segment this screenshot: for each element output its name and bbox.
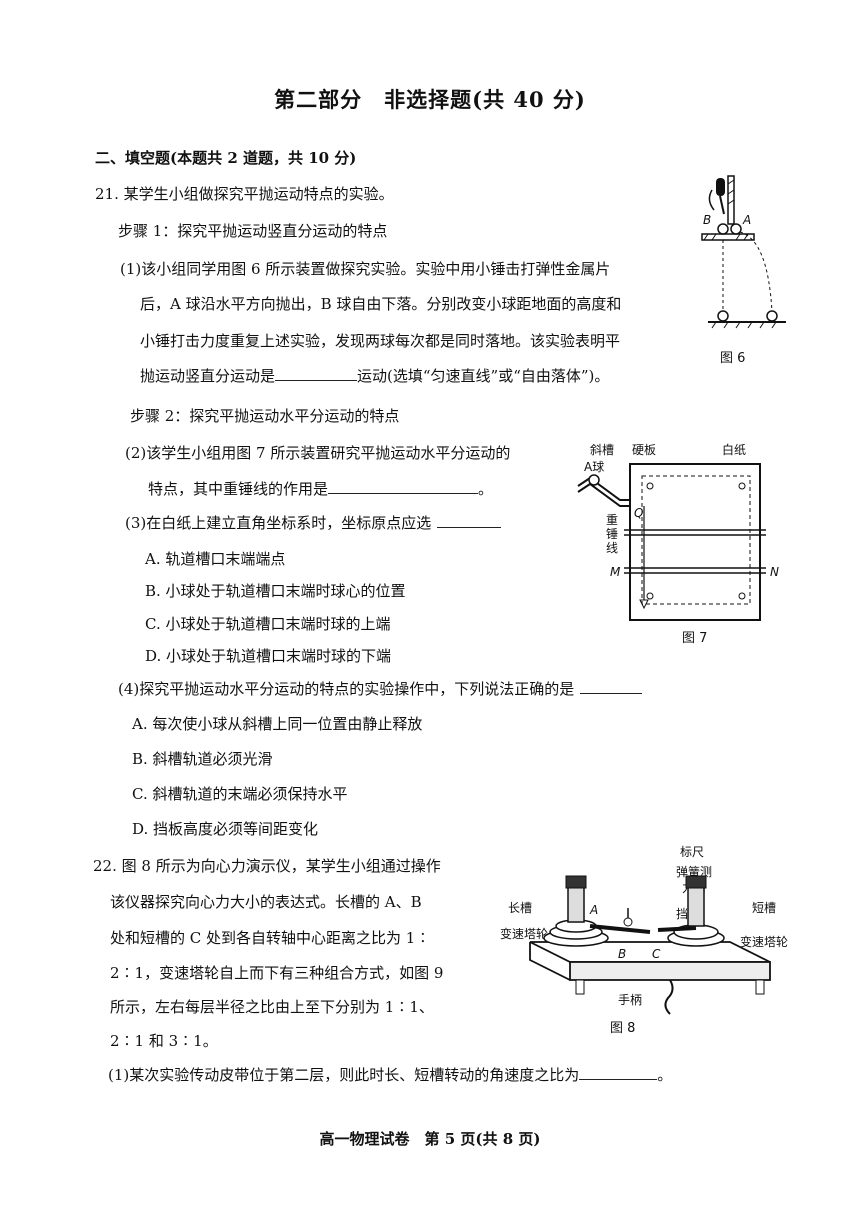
fig8-handle [664,979,674,1015]
fig6-hammer-handle [719,195,725,215]
q21-p4-option-b: B. 斜槽轨道必须光滑 [132,750,273,768]
q21-p3-text: (3)在白纸上建立直角坐标系时，坐标原点应选 [125,514,432,532]
fig7-label-m: M [610,565,621,579]
q21-step2: 步骤 2：探究平抛运动水平分运动的特点 [130,407,400,425]
fig6-arrow [708,189,715,211]
fig8-label-long: 长槽 [508,901,532,915]
q21-p1-answer-blank[interactable] [275,380,358,381]
fig6-ball-a [730,223,742,235]
fig7-caption: 图 7 [682,631,707,646]
figure-6: B A 图 6 [701,175,786,366]
fig7-label-n: N [770,565,779,579]
page-footer: 高一物理试卷 第 5 页(共 8 页) [319,1130,541,1148]
fig8-label-pulley-left: 变速塔轮 [500,926,548,941]
fig6-label-a: A [742,213,751,227]
q21-p4-text: (4)探究平抛运动水平分运动的特点的实验操作中，下列说法正确的是 [118,680,575,698]
q21-p3-option-a: A. 轨道槽口末端端点 [145,550,286,568]
q21-p1-line3: 小锤打击力度重复上述实验，发现两球每次都是同时落地。该实验表明平 [140,332,621,350]
q21-p3: (3)在白纸上建立直角坐标系时，坐标原点应选 [125,512,502,533]
q22-line6: 2∶1 和 3∶1。 [110,1032,218,1050]
section-heading: 二、填空题(本题共 2 道题，共 10 分) [95,149,357,167]
fig7-label-plumb: 重锤线 [606,513,618,555]
fig8-label-pulley-right: 变速塔轮 [740,934,788,949]
fig7-label-ball: A球 [584,460,604,474]
q22-p1-answer-blank[interactable] [579,1079,658,1080]
q22-line1: 22. 图 8 所示为向心力演示仪，某学生小组通过操作 [93,857,441,875]
fig7-label-chute: 斜槽 [590,443,614,457]
q21-p4-answer-blank[interactable] [580,693,643,694]
figure-7: 斜槽 硬板 白纸 A球 Q 重锤线 M N 图 7 [577,442,779,646]
figure-8: 标尺 弹簧测力筒 长槽 A 挡板 短槽 变速塔轮 变速塔轮 B C 手柄 图 8 [500,845,788,1036]
q21-p3-option-d: D. 小球处于轨道槽口末端时球的下端 [145,647,392,665]
fig8-label-c: C [652,947,661,961]
q22-line4: 2∶1，变速塔轮自上而下有三种组合方式，如图 9 [110,964,444,982]
fig6-path-a [739,231,773,313]
fig6-caption: 图 6 [720,351,745,366]
fig8-spring-right [687,885,705,927]
q21-p2-line2-pre: 特点，其中重锤线的作用是 [148,480,329,498]
q21-step1: 步骤 1：探究平抛运动竖直分运动的特点 [118,222,388,240]
q21-p3-option-b: B. 小球处于轨道槽口末端时球心的位置 [145,582,406,600]
fig7-chute [577,476,630,501]
fig8-label-ruler: 标尺 [680,845,704,859]
fig7-board [629,463,761,621]
q22-p1: (1)某次实验传动皮带位于第二层，则此时长、短槽转动的角速度之比为 。 [108,1064,672,1085]
fig6-platform [701,233,755,241]
fig8-label-b: B [618,947,626,961]
q22-line5: 所示，左右每层半径之比由上至下分别为 1∶1、 [110,998,434,1016]
fig7-label-q: Q [634,506,643,520]
q21-p1-line4-pre: 抛运动竖直分运动是 [140,367,276,385]
q21-p4-option-d: D. 挡板高度必须等间距变化 [132,820,319,838]
q21-p1-line1: (1)该小组同学用图 6 所示装置做探究实验。实验中用小锤击打弹性金属片 [120,260,611,278]
fig6-hammer [716,178,725,196]
q21-p2-line2: 特点，其中重锤线的作用是 。 [148,478,493,499]
fig7-ball [588,474,600,486]
fig6-label-b: B [703,213,711,227]
page-title: 第二部分 非选择题(共 40 分) [274,87,586,112]
fig8-long-slot [589,924,651,934]
fig7-label-board: 硬板 [632,443,656,457]
q21-p3-answer-blank[interactable] [437,527,502,528]
fig6-ball-b [717,223,729,235]
fig8-label-short: 短槽 [752,901,776,915]
fig8-spring-left [567,885,585,923]
q21-p1-line2: 后，A 球沿水平方向抛出，B 球自由下落。分别改变小球距地面的高度和 [140,295,622,313]
q22-p1-post: 。 [657,1066,673,1084]
q22-line3: 处和短槽的 C 处到各自转轴中心距离之比为 1∶ [110,929,431,947]
q21-p4-option-c: C. 斜槽轨道的末端必须保持水平 [132,785,348,803]
q21-p3-option-c: C. 小球处于轨道槽口末端时球的上端 [145,615,391,633]
fig8-label-a: A [589,903,598,917]
q21-p4: (4)探究平抛运动水平分运动的特点的实验操作中，下列说法正确的是 [118,678,643,699]
q21-p4-option-a: A. 每次使小球从斜槽上同一位置由静止释放 [132,715,423,733]
q21-p2-line1: (2)该学生小组用图 7 所示装置研究平抛运动水平分运动的 [125,444,511,462]
q21-p2-answer-blank[interactable] [328,493,479,494]
fig8-label-handle: 手柄 [618,993,642,1007]
fig7-paper [641,475,751,605]
fig7-label-paper: 白纸 [722,442,746,457]
q22-line2: 该仪器探究向心力大小的表达式。长槽的 A、B [110,893,422,911]
q21-p2-line2-post: 。 [478,480,494,498]
fig8-short-slot [657,926,697,932]
fig8-caption: 图 8 [610,1021,635,1036]
q21-p1-line4-post: 运动(选填“匀速直线”或“自由落体”)。 [357,367,610,385]
q21-stem: 21. 某学生小组做探究平抛运动特点的实验。 [95,185,394,203]
q22-p1-pre: (1)某次实验传动皮带位于第二层，则此时长、短槽转动的角速度之比为 [108,1066,580,1084]
q21-p1-line4: 抛运动竖直分运动是 运动(选填“匀速直线”或“自由落体”)。 [140,365,609,386]
